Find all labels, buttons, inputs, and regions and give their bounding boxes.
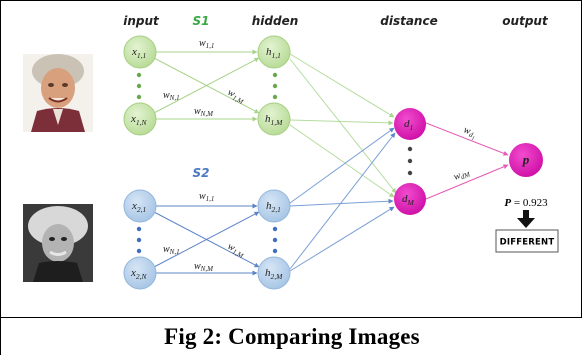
weight-label-wdM: wdM xyxy=(452,166,472,184)
node-h11: h1,1 xyxy=(257,35,291,69)
node-h1M: h1,M xyxy=(257,102,291,136)
weight-label-w1M-s1: w1,M xyxy=(225,87,247,106)
weight-label-wd1: wd1 xyxy=(461,124,478,142)
weight-label-w1M-s2: w1,M xyxy=(225,241,247,260)
svg-text:h1,1: h1,1 xyxy=(266,46,281,60)
ellipsis-dots-s2-hidden xyxy=(272,226,278,254)
output-probability: P = 0.923 xyxy=(504,197,548,209)
group-label-s2: S2 xyxy=(193,166,210,180)
weight-label-wN1-s2: wN,1 xyxy=(163,244,180,256)
weight-label-w11-s2: w1,1 xyxy=(199,191,214,203)
edge-d1-p xyxy=(425,122,509,156)
decision-label: DIFFERENT xyxy=(500,238,555,248)
node-x2N: x2,N xyxy=(123,256,157,290)
column-head-input: input xyxy=(123,14,160,28)
node-h2M: h2,M xyxy=(257,256,291,290)
svg-text:x2,1: x2,1 xyxy=(131,200,146,214)
edges-group-s1 xyxy=(153,49,397,198)
weight-label-wNM-s2: wN,M xyxy=(194,261,214,273)
column-head-distance: distance xyxy=(380,14,437,28)
decision-box xyxy=(495,229,559,253)
edge-x1N-h11 xyxy=(153,57,260,114)
portrait-image-2 xyxy=(23,204,93,282)
svg-text:d1: d1 xyxy=(404,118,413,132)
weight-label-w11-s1: w1,1 xyxy=(199,38,214,50)
edge-h21-d1 xyxy=(289,127,395,204)
ellipsis-dots-distance xyxy=(407,146,413,176)
node-h21: h2,1 xyxy=(257,189,291,223)
svg-text:x1,N: x1,N xyxy=(130,113,148,127)
edge-dM-p xyxy=(425,164,509,200)
node-p: p xyxy=(509,143,543,177)
node-x11: x1,1 xyxy=(123,35,157,69)
node-x21: x2,1 xyxy=(123,189,157,223)
ellipsis-dots-s2-input xyxy=(136,226,142,254)
edge-h2M-dM xyxy=(289,206,395,272)
edge-h2M-d1 xyxy=(289,132,396,270)
edge-h1M-dM xyxy=(289,124,395,198)
svg-text:p: p xyxy=(522,152,530,167)
down-arrow-icon xyxy=(517,210,535,228)
ellipsis-dots-s1-input xyxy=(136,72,142,100)
edge-x2N-h21 xyxy=(153,211,260,268)
column-head-output: output xyxy=(502,14,549,28)
figure-caption-band: Fig 2: Comparing Images xyxy=(1,317,582,356)
node-d1: d1 xyxy=(394,108,426,140)
svg-text:x2,N: x2,N xyxy=(130,267,148,281)
edge-h21-dM xyxy=(289,198,394,207)
ellipsis-dots-s1-hidden xyxy=(272,72,278,100)
figure-caption: Fig 2: Comparing Images xyxy=(164,324,420,349)
edge-h1M-d1 xyxy=(289,119,394,126)
edge-h11-dM xyxy=(289,58,397,194)
svg-text:dM: dM xyxy=(402,193,415,207)
edges-group-s2 xyxy=(153,127,396,276)
weight-label-wN1-s1: wN,1 xyxy=(163,90,180,102)
group-label-s1: S1 xyxy=(193,14,210,28)
edge-h11-d1 xyxy=(289,53,395,118)
siamese-network-diagram: input hidden distance output S1 S2 xyxy=(23,14,559,290)
node-x1N: x1,N xyxy=(123,102,157,136)
column-head-hidden: hidden xyxy=(252,14,299,28)
portrait-image-1 xyxy=(23,54,93,132)
node-dM: dM xyxy=(394,183,426,215)
weight-label-wNM-s1: wN,M xyxy=(194,106,214,118)
svg-text:h2,1: h2,1 xyxy=(266,200,281,214)
svg-text:x1,1: x1,1 xyxy=(131,46,146,60)
svg-text:h1,M: h1,M xyxy=(265,113,283,127)
svg-text:h2,M: h2,M xyxy=(265,267,283,281)
